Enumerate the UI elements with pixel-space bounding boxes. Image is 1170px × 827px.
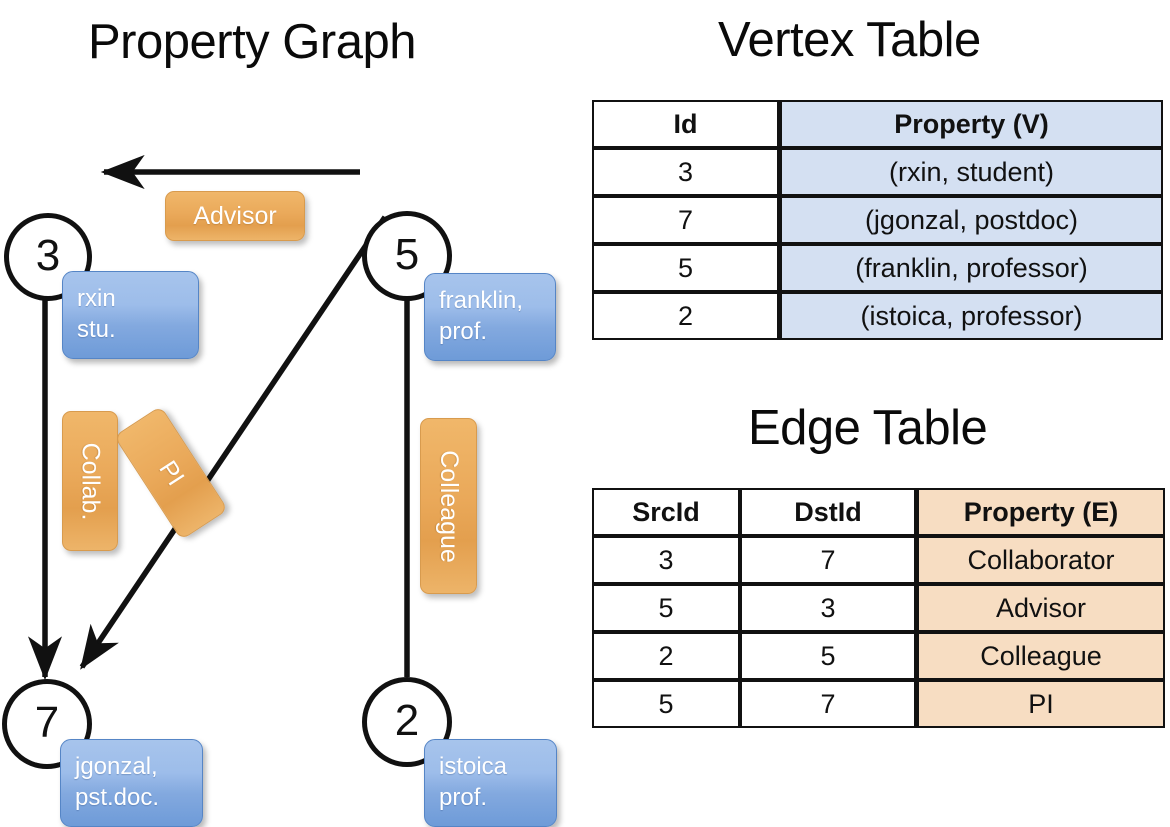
edge-5-to-7-pi — [79, 215, 388, 670]
vertex-property-7-line2: pst.doc. — [75, 783, 160, 811]
table-row[interactable]: 2 (istoica, professor) — [592, 292, 1163, 340]
vertex-property-bubble-3: rxin stu. — [62, 271, 199, 359]
vertex-table-header-property: Property (V) — [779, 100, 1163, 148]
edge-label-collab: Collab. — [62, 411, 118, 551]
edge-table-header-property: Property (E) — [916, 488, 1165, 536]
edge-label-pi-text: PI — [153, 455, 190, 491]
table-row[interactable]: 3 (rxin, student) — [592, 148, 1163, 196]
table-row[interactable]: 5 7 PI — [592, 680, 1165, 728]
edge-table-header-row: SrcId DstId Property (E) — [592, 488, 1165, 536]
edge-cell-srcid: 5 — [592, 680, 740, 728]
graph-node-7-label: 7 — [34, 698, 60, 747]
edge-cell-property: Colleague — [916, 632, 1165, 680]
vertex-cell-property: (istoica, professor) — [779, 292, 1163, 340]
edge-cell-dstid: 3 — [740, 584, 916, 632]
table-row[interactable]: 7 (jgonzal, postdoc) — [592, 196, 1163, 244]
edge-table-header-dstid: DstId — [740, 488, 916, 536]
edge-cell-property: Collaborator — [916, 536, 1165, 584]
vertex-cell-property: (rxin, student) — [779, 148, 1163, 196]
edge-cell-property: PI — [916, 680, 1165, 728]
edge-cell-dstid: 7 — [740, 680, 916, 728]
table-row[interactable]: 5 (franklin, professor) — [592, 244, 1163, 292]
table-row[interactable]: 3 7 Collaborator — [592, 536, 1165, 584]
vertex-property-bubble-2: istoica prof. — [424, 739, 557, 827]
vertex-cell-id: 2 — [592, 292, 779, 340]
page-title-vertex-table: Vertex Table — [718, 13, 981, 67]
vertex-cell-property: (jgonzal, postdoc) — [779, 196, 1163, 244]
edge-cell-dstid: 5 — [740, 632, 916, 680]
vertex-property-3-line2: stu. — [77, 315, 116, 343]
graph-node-5-label: 5 — [394, 230, 420, 279]
vertex-property-bubble-5: franklin, prof. — [424, 273, 556, 361]
table-row[interactable]: 2 5 Colleague — [592, 632, 1165, 680]
slide-canvas: Property Graph Vertex Table Edge Table 3 — [0, 13, 1165, 827]
vertex-cell-id: 3 — [592, 148, 779, 196]
vertex-property-bubble-7: jgonzal, pst.doc. — [60, 739, 203, 827]
edge-label-colleague-text: Colleague — [435, 449, 463, 563]
vertex-property-2-line2: prof. — [439, 783, 488, 811]
table-row[interactable]: 5 3 Advisor — [592, 584, 1165, 632]
edge-table: SrcId DstId Property (E) 3 7 Collaborato… — [592, 488, 1165, 728]
edge-label-advisor-text: Advisor — [193, 201, 277, 230]
property-graph-diagram: 3 5 7 2 rxin stu. franklin, prof. jgonza… — [0, 85, 586, 827]
edge-label-collab-text: Collab. — [76, 442, 105, 520]
vertex-cell-id: 5 — [592, 244, 779, 292]
graph-node-3-label: 3 — [35, 231, 61, 280]
graph-node-2-label: 2 — [394, 696, 420, 745]
edge-cell-property: Advisor — [916, 584, 1165, 632]
vertex-table-header-row: Id Property (V) — [592, 100, 1163, 148]
page-title-edge-table: Edge Table — [748, 401, 988, 455]
edge-label-advisor: Advisor — [165, 191, 305, 241]
vertex-table: Id Property (V) 3 (rxin, student) 7 (jgo… — [592, 100, 1163, 340]
page-title-property-graph: Property Graph — [88, 15, 417, 69]
graph-node-5[interactable]: 5 — [362, 211, 452, 301]
edge-cell-srcid: 2 — [592, 632, 740, 680]
edge-label-colleague: Colleague — [420, 418, 477, 594]
vertex-cell-id: 7 — [592, 196, 779, 244]
edge-cell-srcid: 5 — [592, 584, 740, 632]
vertex-property-3-line1: rxin — [77, 285, 116, 312]
vertex-property-5-line2: prof. — [439, 317, 488, 345]
vertex-cell-property: (franklin, professor) — [779, 244, 1163, 292]
vertex-property-7-line1: jgonzal, — [75, 753, 158, 780]
vertex-property-2-line1: istoica — [439, 753, 508, 780]
edge-cell-dstid: 7 — [740, 536, 916, 584]
edge-table-header-srcid: SrcId — [592, 488, 740, 536]
vertex-property-5-line1: franklin, — [439, 287, 524, 314]
edge-cell-srcid: 3 — [592, 536, 740, 584]
graph-node-3[interactable]: 3 — [4, 213, 92, 301]
vertex-table-header-id: Id — [592, 100, 779, 148]
